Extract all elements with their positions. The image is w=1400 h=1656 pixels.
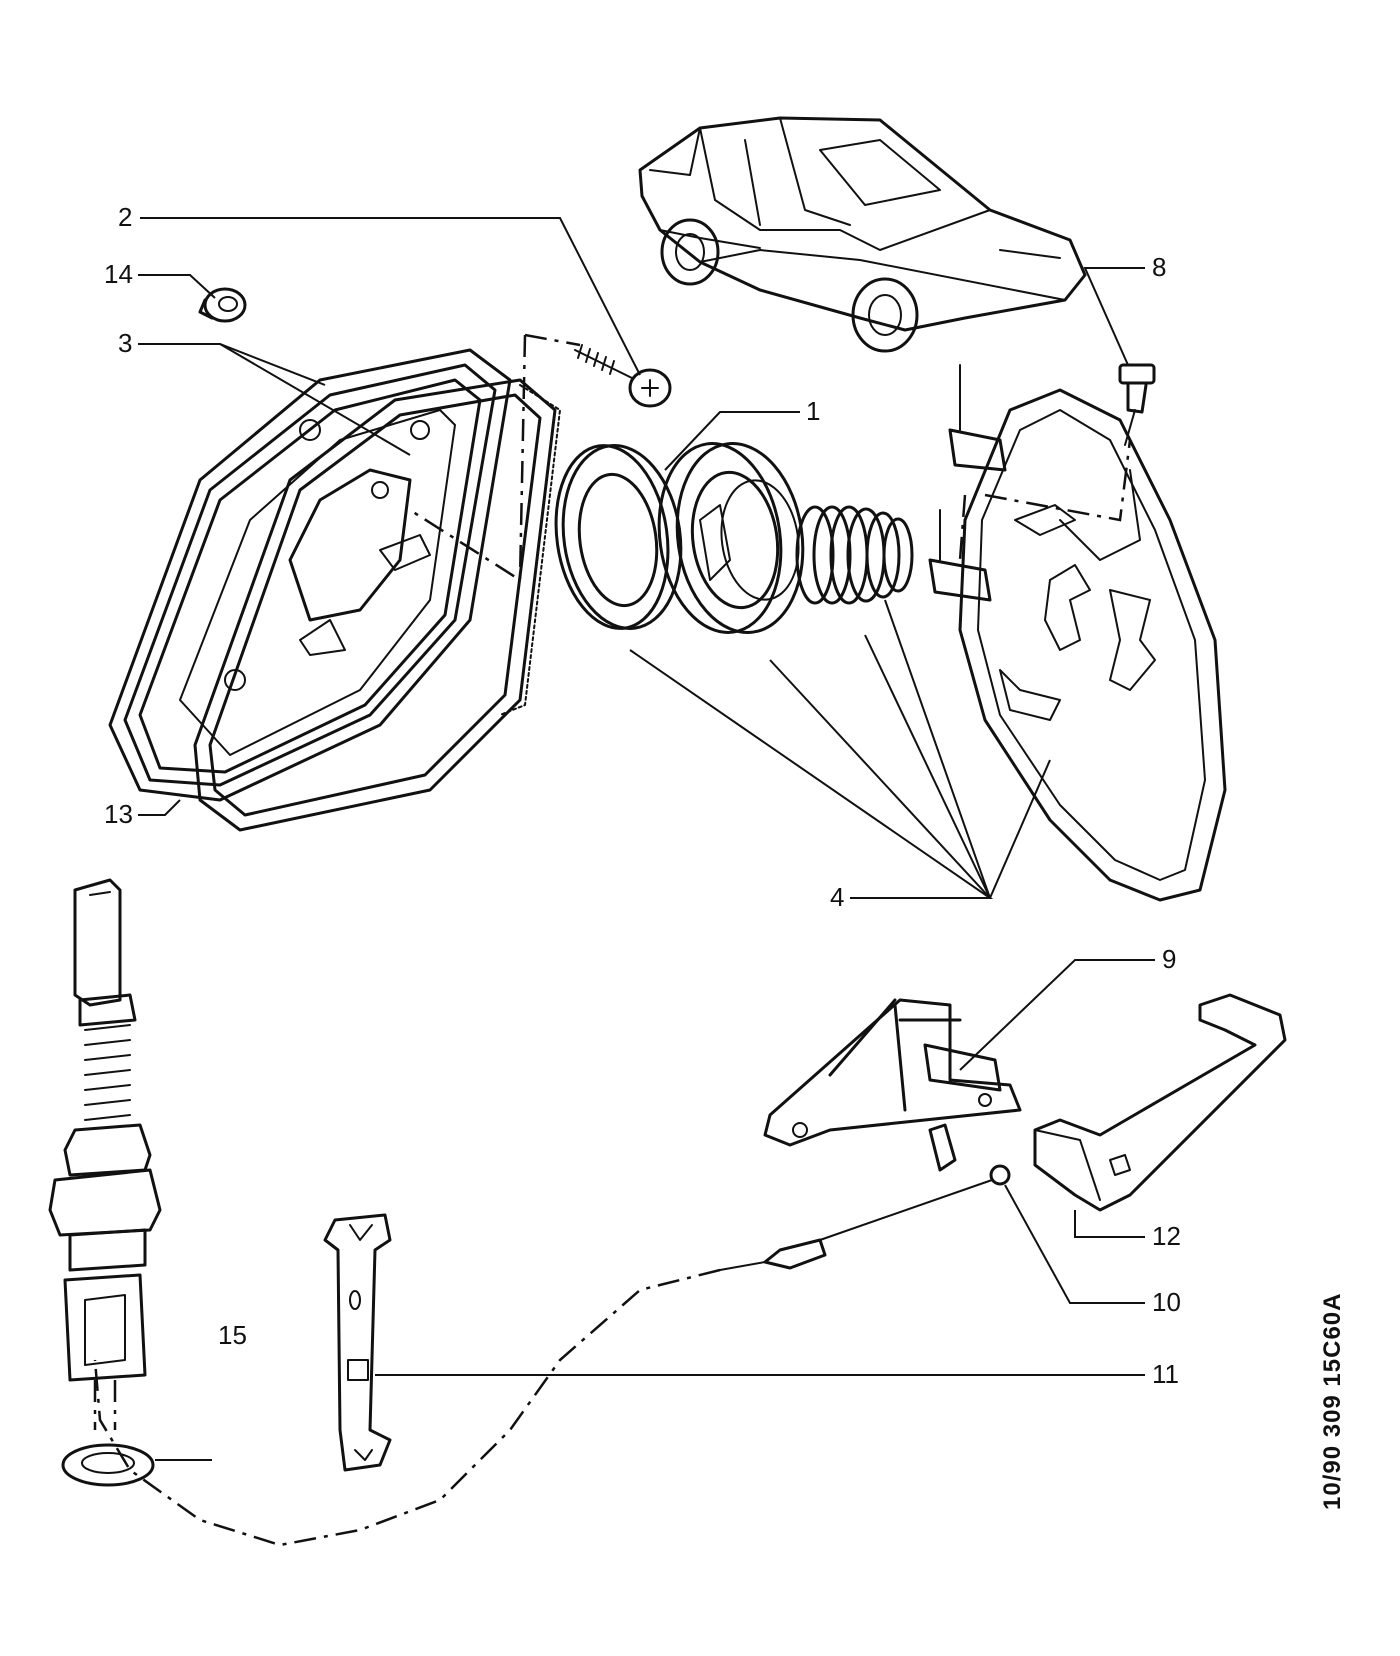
part-1-gasket	[554, 444, 683, 630]
part-12-lever	[1033, 993, 1287, 1212]
leader-lines	[138, 217, 1155, 1461]
part-4-filler-neck	[657, 442, 805, 634]
part-14-plug	[198, 287, 247, 323]
callout-10: 10	[1152, 1287, 1181, 1317]
callout-9: 9	[1162, 944, 1176, 974]
switch-assembly	[48, 878, 162, 1430]
part-3-housing	[108, 348, 512, 802]
part-10-cable-end	[93, 1164, 1011, 1547]
part-13-seal	[193, 378, 561, 832]
part-4-flap-door	[928, 364, 1227, 902]
part-9-bracket	[763, 998, 1022, 1172]
callout-11: 11	[1152, 1359, 1179, 1389]
part-4-spring	[795, 505, 914, 605]
callout-15: 15	[218, 1320, 247, 1350]
callout-3: 3	[118, 328, 132, 358]
callout-1: 1	[806, 396, 820, 426]
callout-13: 13	[104, 799, 133, 829]
callout-2: 2	[118, 202, 132, 232]
part-2-screw	[574, 344, 672, 408]
callout-8: 8	[1152, 252, 1166, 282]
drawing-reference-code: 10/90 309 15C60A	[1319, 1293, 1346, 1511]
assembly-lines-top	[409, 333, 1132, 583]
callout-4: 4	[830, 882, 844, 912]
callout-labels: 2 14 3 1 8 13 4 9 12 10 11 15	[104, 202, 1181, 1389]
part-11-clip	[323, 1213, 392, 1472]
part-15-washer	[61, 1443, 155, 1487]
callout-14: 14	[104, 259, 133, 289]
car-illustration	[638, 116, 1087, 353]
part-8-pin	[1118, 363, 1156, 446]
callout-12: 12	[1152, 1221, 1181, 1251]
